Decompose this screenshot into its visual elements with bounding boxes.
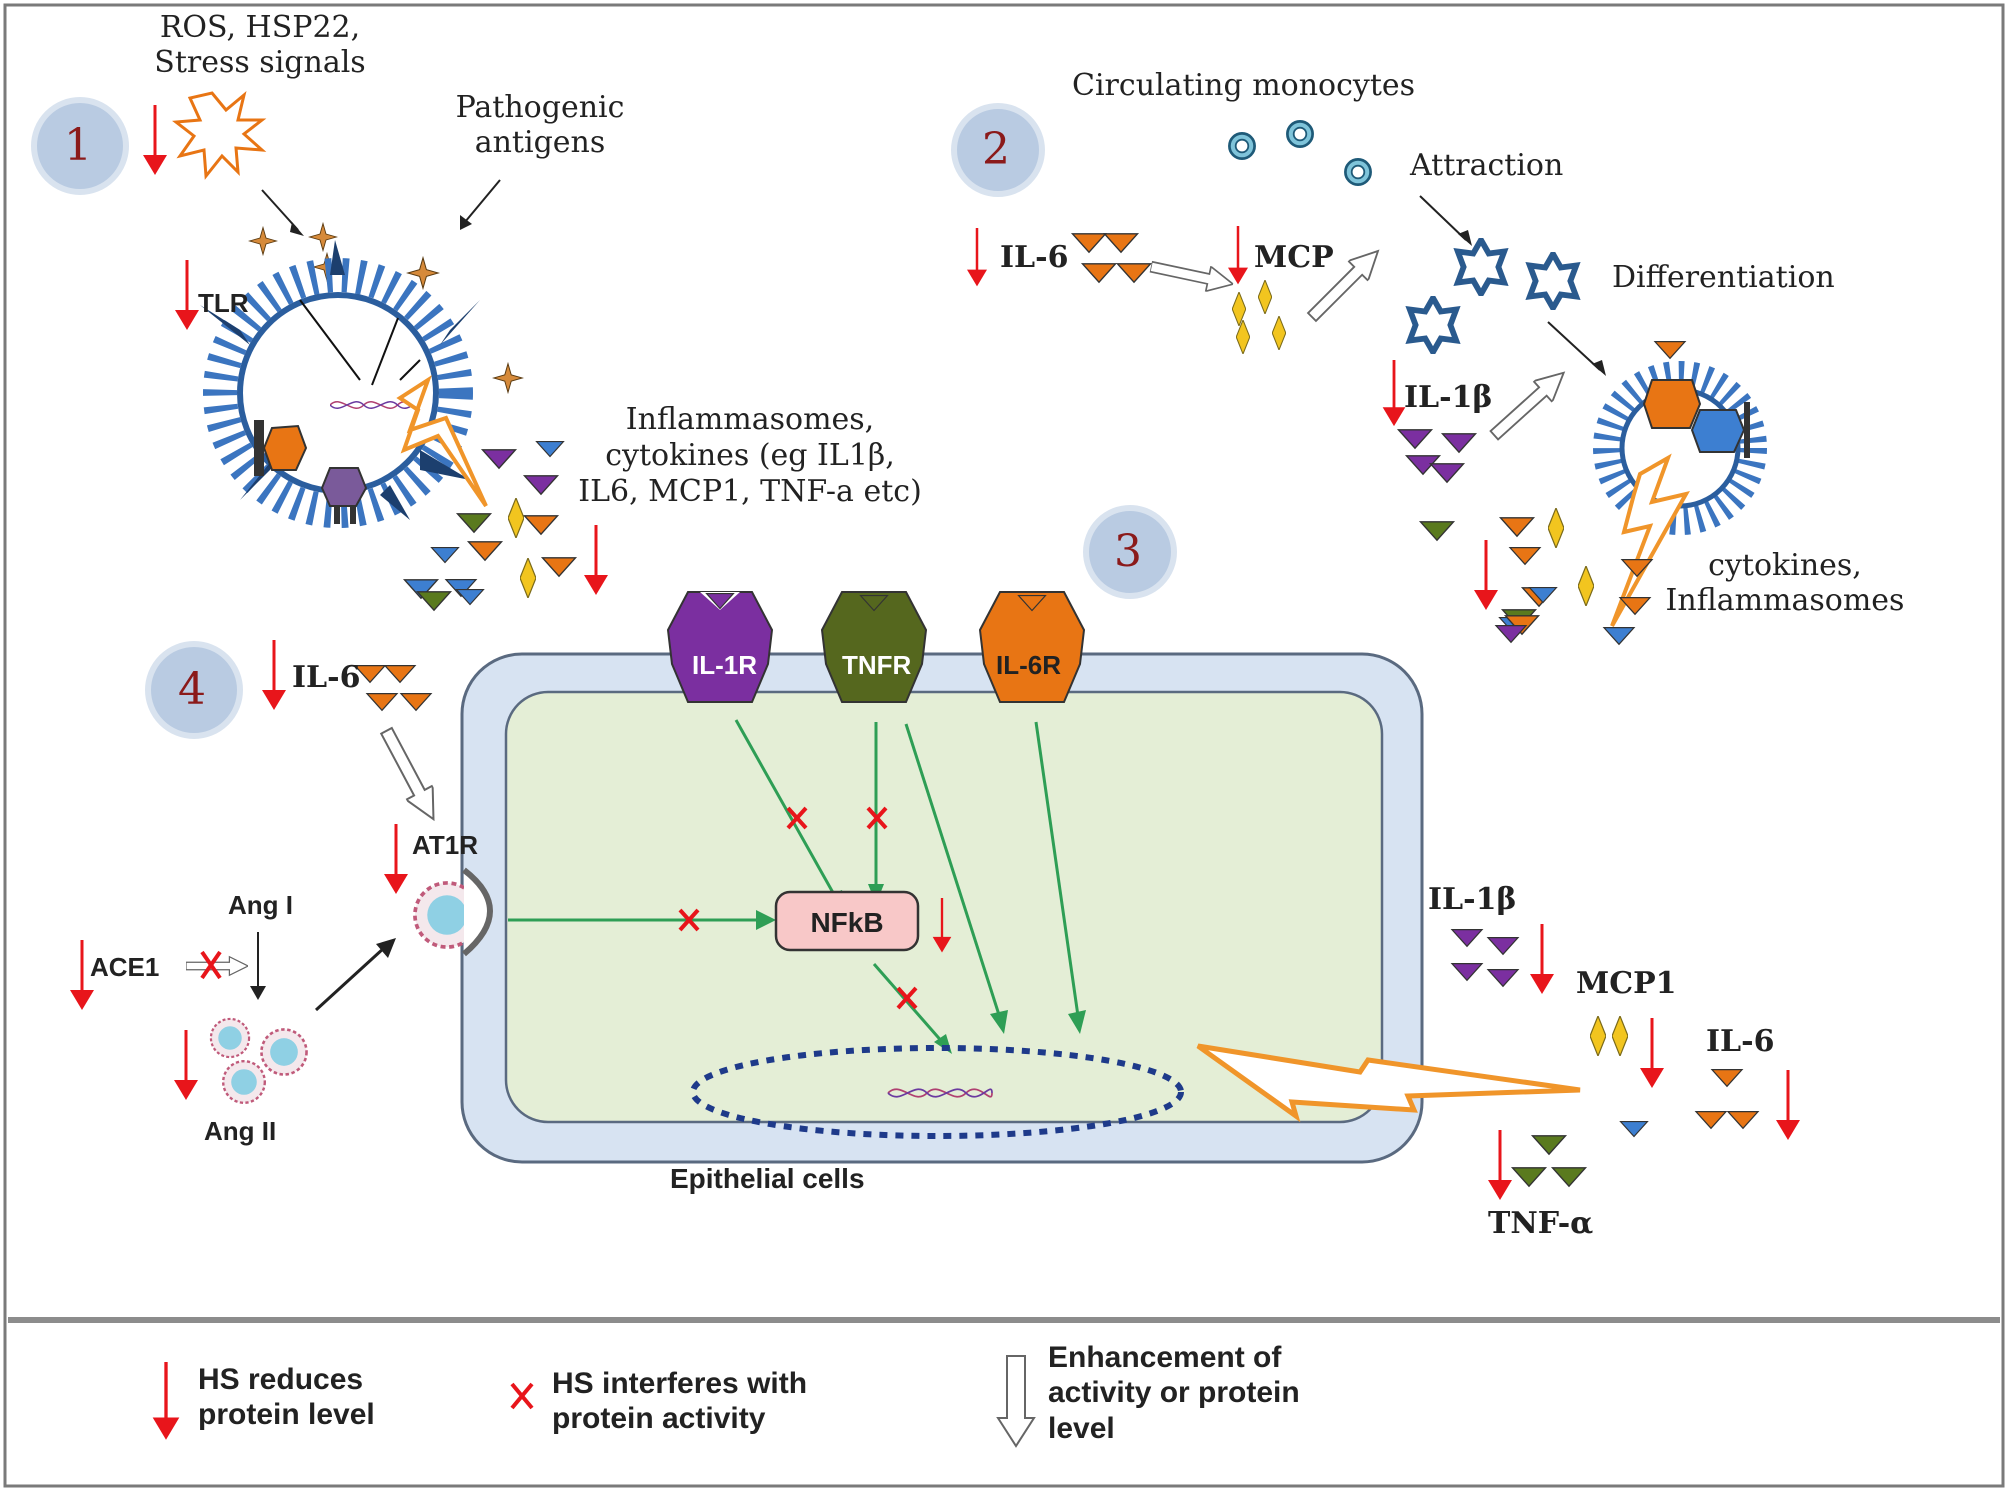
ang2-label: Ang II (204, 1116, 277, 1146)
panel-3 (460, 505, 1800, 1202)
receptor-icon (1642, 340, 1702, 429)
panel-1-badge (31, 97, 129, 195)
legend (152, 1355, 1036, 1448)
nfkb-box (774, 890, 920, 952)
il1r-label: IL-1R (692, 650, 757, 680)
panel-3-badge (1083, 505, 1177, 599)
cytokines-inflammasomes-label: cytokines, Inflammasomes (1665, 548, 1905, 619)
tnfr-label: TNFR (842, 650, 912, 680)
receptor-icon (1690, 402, 1750, 458)
angiotensin-icon (260, 1028, 308, 1076)
receptor-icon (320, 467, 368, 524)
legend-interfere-label: HS interferes with protein activity (552, 1367, 808, 1436)
inhibition-x-markers (678, 806, 918, 1010)
angiotensin-icon (209, 1017, 251, 1059)
panel-3-number: 3 (1114, 526, 1142, 577)
monocyte-icon (1228, 132, 1256, 160)
stress-signals-label: ROS, HSP22, Stress signals (154, 10, 366, 81)
output-mcp1-label: MCP1 (1576, 966, 1677, 1001)
pathogenic-antigens-label: Pathogenic antigens (455, 90, 625, 161)
monocyte-icon (1286, 120, 1314, 148)
monocyte-icon (1344, 158, 1372, 186)
receptor-icon (254, 420, 308, 476)
il6r-label: IL-6R (996, 650, 1061, 680)
tlr-label: TLR (198, 288, 249, 318)
epithelial-cells-label: Epithelial cells (670, 1163, 865, 1194)
output-il6-label: IL-6 (1706, 1024, 1775, 1059)
inflammasomes-label: Inflammasomes, cytokines (eg IL1β, IL6, … (578, 402, 922, 509)
mcp-label: MCP (1254, 240, 1334, 275)
panel-4-badge (145, 641, 243, 739)
legend-reduce-label: HS reduces protein level (198, 1363, 375, 1432)
circulating-monocytes-label: Circulating monocytes (1072, 68, 1416, 103)
output-il1b-label: IL-1β (1428, 882, 1517, 917)
panel-4-number: 4 (178, 664, 206, 715)
ace1-label: ACE1 (90, 952, 160, 982)
nfkb-label: NFkB (810, 907, 884, 938)
differentiation-label: Differentiation (1612, 260, 1835, 295)
panel-2-number: 2 (982, 124, 1010, 175)
panel-2-badge (951, 103, 1045, 197)
at1r-receptor (462, 867, 493, 957)
panel4-il6-label: IL-6 (292, 660, 361, 695)
legend-enhance-label: Enhancement of activity or protein level (1048, 1341, 1300, 1445)
lightning-icon (1610, 453, 1690, 627)
panel-2 (951, 103, 1767, 645)
at1r-label: AT1R (412, 830, 478, 860)
stress-burst-icon (172, 90, 267, 180)
legend-hollow-arrow-icon (996, 1355, 1036, 1448)
panel-4 (70, 640, 493, 1105)
panel-1 (31, 90, 608, 611)
tnfr-receptor (820, 591, 928, 703)
lightning-icon (396, 375, 488, 508)
attraction-label: Attraction (1410, 148, 1564, 183)
immune-cell-1 (200, 240, 488, 528)
epithelial-cytoplasm (504, 690, 1384, 1124)
il6-label: IL-6 (1000, 240, 1069, 275)
lightning-icon (1196, 1043, 1581, 1123)
ang1-label: Ang I (228, 890, 293, 920)
il1r-receptor (666, 591, 774, 703)
angiotensin-icon (221, 1059, 266, 1105)
il1b-label: IL-1β (1404, 380, 1493, 415)
panel-1-number: 1 (64, 120, 92, 171)
il6r-receptor (978, 591, 1086, 703)
macrophage-cell (1593, 340, 1767, 627)
output-tnfa-label: TNF-α (1488, 1206, 1594, 1241)
legend-x-icon (510, 1382, 534, 1410)
nucleus (690, 1045, 1184, 1139)
